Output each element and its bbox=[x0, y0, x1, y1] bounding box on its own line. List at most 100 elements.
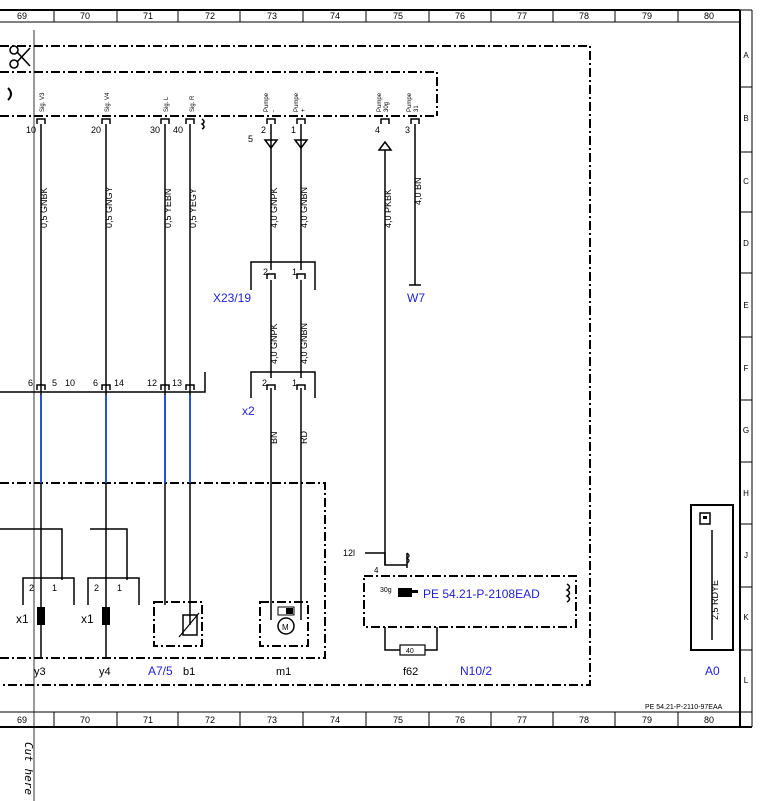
sensor-b1: A7/5 b1 bbox=[148, 612, 200, 678]
y4-label: y4 bbox=[99, 666, 111, 678]
row-b: B bbox=[743, 114, 748, 123]
dashed-boundaries bbox=[0, 45, 591, 686]
motor-icon bbox=[277, 617, 295, 635]
pin-4-n10: 4 bbox=[374, 566, 379, 575]
row-h: H bbox=[743, 489, 749, 498]
col-78-bottom: 78 bbox=[579, 715, 589, 725]
wire-label-yebn: 0,5 YEBN bbox=[163, 189, 173, 228]
pin-2-top: 2 bbox=[261, 125, 266, 135]
row-j: J bbox=[744, 551, 748, 560]
document-id: PE 54.21-P-2110-97EAA bbox=[645, 704, 723, 711]
column-labels-bottom: 69 70 71 72 73 74 75 76 77 78 79 80 bbox=[17, 715, 714, 725]
pin-label-sig-v4: Sig. V4 bbox=[105, 92, 111, 112]
col-77: 77 bbox=[517, 11, 527, 21]
cut-line: Cut here bbox=[9, 30, 35, 801]
fuse-f62-icon bbox=[399, 644, 426, 656]
x2-pin-5: 5 bbox=[52, 378, 57, 388]
column-ticks-bottom bbox=[53, 712, 679, 727]
valve-y4: 2 1 x1 y4 bbox=[81, 577, 140, 678]
m1-label: m1 bbox=[276, 666, 291, 678]
col-75: 75 bbox=[393, 11, 403, 21]
row-f: F bbox=[744, 364, 749, 373]
wire-label-gnpk: 4,0 GNPK bbox=[269, 187, 279, 228]
x23-19-label: X23/19 bbox=[213, 291, 251, 305]
module-n10-2: 12l 4 30g PE 54.21-P-2108EAD 40 f62 N10/… bbox=[343, 548, 571, 678]
pin-3-top: 3 bbox=[405, 125, 410, 135]
pin-label-sig-v3: Sig. V3 bbox=[40, 92, 46, 112]
wire-label-rd: RD bbox=[299, 431, 309, 444]
pin-30: 30 bbox=[150, 125, 160, 135]
x2-pin-6: 6 bbox=[28, 378, 33, 388]
pin-label-sig-r: Sig. R bbox=[190, 95, 196, 112]
col-70-bottom: 70 bbox=[80, 715, 90, 725]
row-labels: A B C D E F G H J K L bbox=[743, 51, 749, 685]
wire-label-pkbk: 4,0 PKBK bbox=[383, 189, 393, 228]
column-labels-top: 69 70 71 72 73 74 75 76 77 78 79 80 bbox=[17, 11, 714, 21]
reference-hand-icon bbox=[398, 588, 418, 597]
wire-label-rdye: 2,5 RDYE bbox=[710, 580, 720, 620]
solenoid-icon bbox=[37, 607, 45, 625]
row-d: D bbox=[743, 239, 749, 248]
pin-label-sig-l: Sig. L bbox=[164, 96, 170, 112]
col-69-bottom: 69 bbox=[17, 715, 27, 725]
x2-pin-13: 13 bbox=[172, 378, 182, 388]
wire-label-gnbk: 0,5 GNBK bbox=[39, 187, 49, 228]
pin-30g: 30g bbox=[380, 587, 392, 594]
reference-link[interactable]: PE 54.21-P-2108EAD bbox=[423, 587, 540, 601]
pin-label-pumpe-31-sub: 31 bbox=[414, 105, 420, 112]
pin-12l: 12l bbox=[343, 548, 355, 558]
pin-label-pumpe-plus: Pumpe bbox=[294, 92, 300, 112]
wire-label-gnbn-2: 4,0 GNBN bbox=[299, 323, 309, 364]
col-79-bottom: 79 bbox=[642, 715, 652, 725]
col-74-bottom: 74 bbox=[330, 715, 340, 725]
pin-label-pumpe-30g: Pumpe bbox=[377, 92, 383, 112]
col-73-bottom: 73 bbox=[267, 715, 277, 725]
f62-label: f62 bbox=[403, 666, 418, 678]
cut-here-label: Cut here bbox=[22, 742, 35, 795]
pin-label-pumpe-31: Pumpe bbox=[407, 92, 413, 112]
left-bracket bbox=[7, 87, 12, 101]
col-79: 79 bbox=[642, 11, 652, 21]
a7-5-label: A7/5 bbox=[148, 664, 173, 678]
x2-pin-2: 2 bbox=[262, 378, 267, 388]
column-ticks-top bbox=[53, 10, 679, 22]
potentiometer-icon bbox=[182, 614, 198, 636]
pin-40: 40 bbox=[173, 125, 183, 135]
col-70: 70 bbox=[80, 11, 90, 21]
x2-pin-6b: 6 bbox=[93, 378, 98, 388]
connector-x2: 6 5 10 6 14 12 13 2 1 x2 bbox=[0, 371, 316, 418]
pin-label-pumpe-minus: Pumpe bbox=[264, 92, 270, 112]
fuse-rating: 40 bbox=[406, 648, 414, 655]
col-80: 80 bbox=[704, 11, 714, 21]
col-77-bottom: 77 bbox=[517, 715, 527, 725]
pin-label-pumpe-30g-sub: 30g bbox=[384, 102, 390, 112]
pin-5-top: 5 bbox=[248, 134, 253, 144]
b1-label: b1 bbox=[183, 666, 195, 678]
y4-pin-2: 2 bbox=[94, 583, 99, 593]
top-pin-labels: Sig. V3 Sig. V4 Sig. L Sig. R Pumpe - Pu… bbox=[40, 92, 420, 112]
y3-label: y3 bbox=[34, 666, 46, 678]
wire-label-bn-2: BN bbox=[269, 431, 279, 444]
x2-pin-14: 14 bbox=[114, 378, 124, 388]
wire-highlights bbox=[40, 395, 191, 483]
ground-w7: W7 bbox=[407, 291, 425, 305]
ground-terminal-icon bbox=[699, 512, 711, 525]
col-76: 76 bbox=[455, 11, 465, 21]
col-80-bottom: 80 bbox=[704, 715, 714, 725]
pin-label-pumpe-minus-sub: - bbox=[271, 110, 277, 112]
x2-label: x2 bbox=[242, 404, 255, 418]
col-75-bottom: 75 bbox=[393, 715, 403, 725]
wire-label-gnpk-2: 4,0 GNPK bbox=[269, 323, 279, 364]
n10-2-label: N10/2 bbox=[460, 664, 492, 678]
solenoid-icon bbox=[102, 607, 110, 625]
col-74: 74 bbox=[330, 11, 340, 21]
connector-arrows bbox=[263, 139, 393, 151]
pin-4-top: 4 bbox=[375, 125, 380, 135]
component-a0: 2,5 RDYE A0 bbox=[690, 504, 734, 678]
row-c: C bbox=[743, 177, 749, 186]
x1-label-b: x1 bbox=[81, 612, 94, 626]
col-78: 78 bbox=[579, 11, 589, 21]
motor-m1: M m1 bbox=[276, 606, 295, 678]
